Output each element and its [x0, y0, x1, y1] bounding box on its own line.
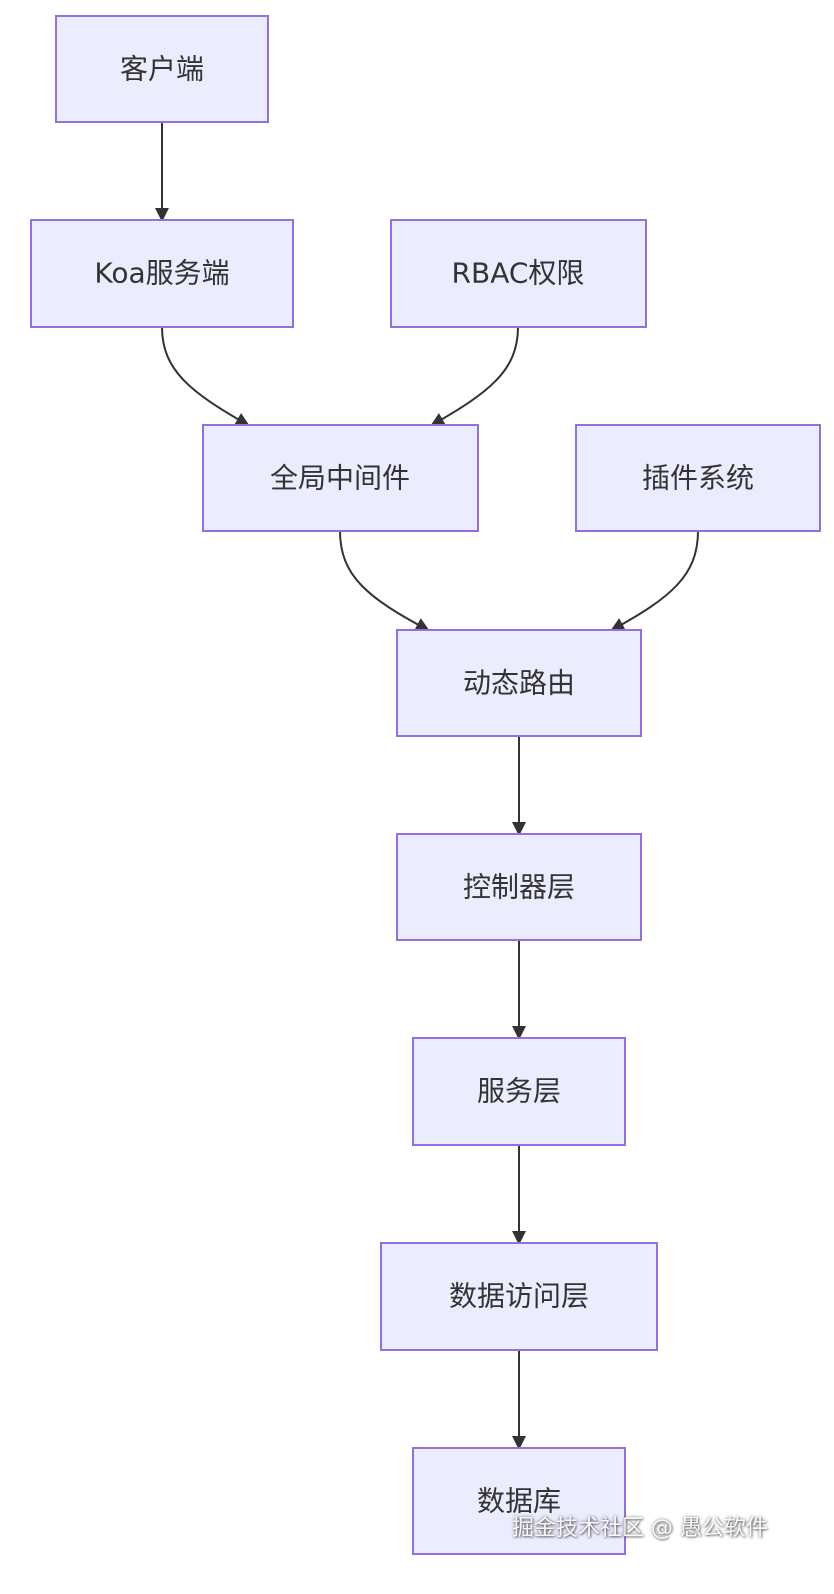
- edge-rbac-to-global-middleware: [430, 326, 519, 426]
- node-global-middleware: 全局中间件: [202, 424, 479, 532]
- node-controller-layer: 控制器层: [396, 833, 642, 941]
- node-dynamic-routing-label: 动态路由: [463, 667, 575, 700]
- node-service-layer-label: 服务层: [477, 1075, 561, 1108]
- edge-global-middleware-to-dynamic-routing: [339, 530, 430, 631]
- node-data-access-layer-label: 数据访问层: [449, 1280, 589, 1313]
- node-koa-server: Koa服务端: [30, 219, 294, 328]
- node-client-label: 客户端: [120, 53, 204, 86]
- node-global-middleware-label: 全局中间件: [270, 462, 410, 495]
- node-plugin-system-label: 插件系统: [642, 462, 754, 495]
- edges: [155, 122, 699, 1450]
- edge-koa-server-to-global-middleware: [161, 326, 250, 426]
- node-data-access-layer: 数据访问层: [380, 1242, 658, 1351]
- node-client: 客户端: [55, 15, 269, 123]
- node-controller-layer-label: 控制器层: [463, 871, 575, 904]
- node-database: 数据库: [412, 1447, 626, 1555]
- node-database-label: 数据库: [477, 1485, 561, 1518]
- watermark-text: 掘金技术社区 @ 愚公软件: [512, 1516, 768, 1541]
- edge-plugin-system-to-dynamic-routing: [610, 530, 699, 631]
- node-koa-server-label: Koa服务端: [94, 257, 229, 290]
- node-dynamic-routing: 动态路由: [396, 629, 642, 737]
- node-rbac-label: RBAC权限: [452, 257, 585, 290]
- node-rbac: RBAC权限: [390, 219, 647, 328]
- node-plugin-system: 插件系统: [575, 424, 821, 532]
- node-service-layer: 服务层: [412, 1037, 626, 1146]
